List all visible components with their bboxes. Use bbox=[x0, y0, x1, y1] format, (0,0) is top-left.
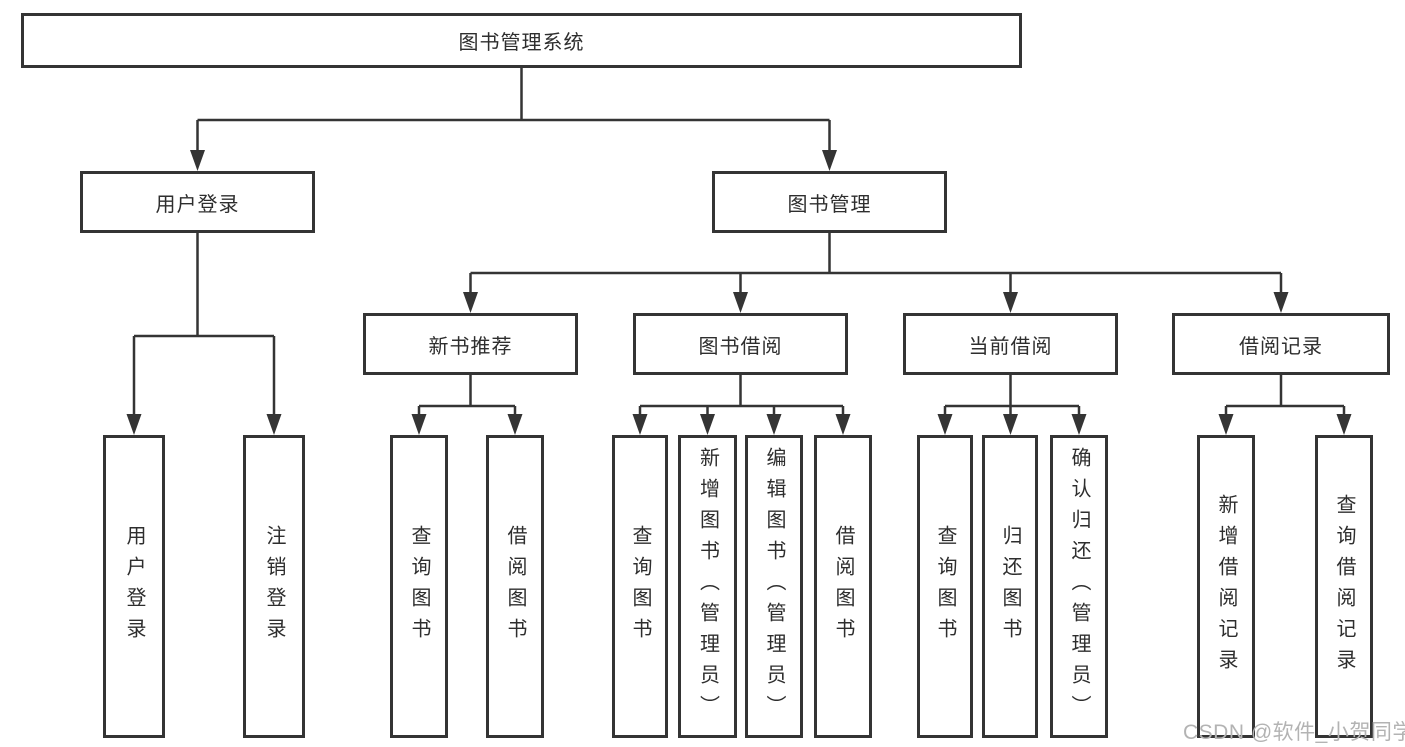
node-current-borrow-label: 当前借阅 bbox=[968, 335, 1053, 358]
leaf-bb-borrow-books: 借阅图书 bbox=[814, 435, 872, 738]
connector-book-borrow-to-leaves bbox=[638, 375, 845, 414]
leaf-nbr-query-books-label: 查询图书 bbox=[408, 524, 430, 649]
leaf-bb-add-books-admin-label: 新增图书（管理员） bbox=[696, 447, 719, 726]
leaf-cb-confirm-return-admin: 确认归还（管理员） bbox=[1050, 435, 1108, 738]
connector-book-mgmt-to-level3 bbox=[469, 233, 1283, 292]
leaf-bb-edit-books-admin-label: 编辑图书（管理员） bbox=[763, 447, 785, 726]
node-borrow-records-label: 借阅记录 bbox=[1239, 335, 1323, 358]
connector-root-to-level2 bbox=[196, 68, 831, 150]
leaf-user-login: 用户登录 bbox=[103, 435, 165, 738]
node-user-login-label: 用户登录 bbox=[155, 193, 240, 216]
leaf-logout-label: 注销登录 bbox=[263, 524, 285, 649]
leaf-bb-borrow-books-label: 借阅图书 bbox=[832, 524, 854, 649]
arrowheads bbox=[126, 150, 1352, 435]
leaf-bb-query-books-label: 查询图书 bbox=[629, 524, 651, 649]
connector-current-borrow-to-leaves bbox=[943, 375, 1081, 414]
connector-borrow-records-to-leaves bbox=[1224, 375, 1346, 414]
leaf-cb-return-books-label: 归还图书 bbox=[999, 524, 1021, 649]
leaf-nbr-borrow-books: 借阅图书 bbox=[486, 435, 544, 738]
node-new-book-recommend: 新书推荐 bbox=[363, 313, 578, 375]
leaf-cb-confirm-return-admin-label: 确认归还（管理员） bbox=[1068, 447, 1090, 726]
node-user-login: 用户登录 bbox=[80, 171, 315, 233]
leaf-cb-return-books: 归还图书 bbox=[982, 435, 1038, 738]
node-borrow-records: 借阅记录 bbox=[1172, 313, 1390, 375]
leaf-cb-query-books-label: 查询图书 bbox=[934, 524, 956, 649]
connector-user-login-to-leaves bbox=[132, 233, 276, 414]
node-new-book-recommend-label: 新书推荐 bbox=[428, 335, 513, 358]
watermark: CSDN @软件_小贺同学 bbox=[1183, 721, 1405, 744]
node-current-borrow: 当前借阅 bbox=[903, 313, 1118, 375]
node-root: 图书管理系统 bbox=[21, 13, 1022, 68]
node-root-label: 图书管理系统 bbox=[458, 32, 585, 54]
node-book-management: 图书管理 bbox=[712, 171, 947, 233]
leaf-bb-edit-books-admin: 编辑图书（管理员） bbox=[745, 435, 803, 738]
node-book-management-label: 图书管理 bbox=[787, 193, 872, 216]
node-book-borrow: 图书借阅 bbox=[633, 313, 848, 375]
leaf-nbr-borrow-books-label: 借阅图书 bbox=[504, 524, 526, 649]
leaf-br-add-record: 新增借阅记录 bbox=[1197, 435, 1255, 738]
leaf-logout: 注销登录 bbox=[243, 435, 305, 738]
leaf-user-login-label: 用户登录 bbox=[123, 524, 145, 649]
leaf-br-query-record-label: 查询借阅记录 bbox=[1333, 493, 1355, 680]
leaf-bb-query-books: 查询图书 bbox=[612, 435, 668, 738]
leaf-nbr-query-books: 查询图书 bbox=[390, 435, 448, 738]
node-book-borrow-label: 图书借阅 bbox=[698, 335, 783, 358]
connector-new-book-to-leaves bbox=[417, 375, 517, 414]
leaf-br-add-record-label: 新增借阅记录 bbox=[1215, 493, 1237, 680]
leaf-bb-add-books-admin: 新增图书（管理员） bbox=[678, 435, 737, 738]
leaf-cb-query-books: 查询图书 bbox=[917, 435, 973, 738]
leaf-br-query-record: 查询借阅记录 bbox=[1315, 435, 1373, 738]
